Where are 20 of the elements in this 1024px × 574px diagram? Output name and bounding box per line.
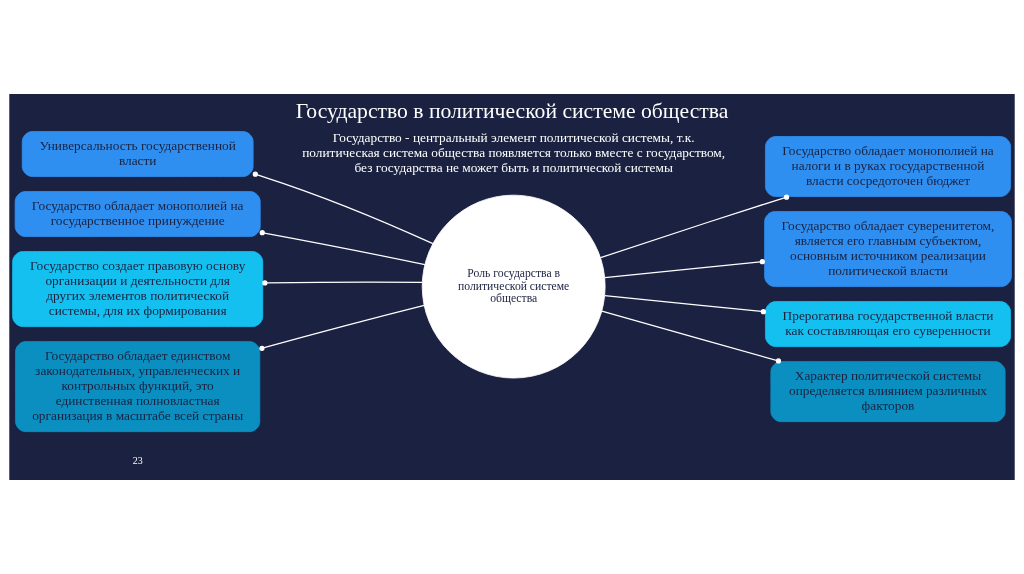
node-box: Государство создает правовую основу организации и деятельности для других элементов политической системы, для их формирования bbox=[12, 251, 264, 327]
node-box: Государство обладает единством законодательных, управленческих и контрольных функций, это единственная полновластная организация в масштабе всей страны bbox=[15, 341, 261, 433]
diagram-title: Государство в политической системе общества bbox=[295, 99, 729, 124]
node-box: Государство обладает суверенитетом, является его главным субъектом, основным источником реализации политической власти bbox=[764, 211, 1012, 287]
connector bbox=[601, 310, 782, 364]
label: 23 bbox=[132, 455, 143, 467]
connector bbox=[259, 304, 425, 351]
label: Государство - центральный элемент политической системы, т.к. политическая система общества появляется только вместе с государством, без государства не может быть и политической системы bbox=[302, 130, 726, 176]
connector bbox=[604, 259, 765, 279]
connector bbox=[604, 295, 767, 315]
connector bbox=[252, 171, 434, 245]
connector bbox=[599, 194, 790, 259]
node-box: Характер политической системы определяется влиянием различных факторов bbox=[770, 361, 1006, 423]
node-circle: Роль государства в политической системе общества bbox=[421, 194, 606, 379]
connector bbox=[259, 230, 426, 266]
node-box: Универсальность государственной власти bbox=[21, 131, 254, 177]
node-box: Государство обладает монополией на государственное принуждение bbox=[14, 191, 261, 237]
node-box: Прерогатива государственной власти как составляющая его суверенности bbox=[765, 301, 1011, 348]
connector bbox=[262, 280, 423, 286]
node-box: Государство обладает монополией на налоги и в руках государственной власти сосредоточен бюджет bbox=[765, 136, 1011, 197]
